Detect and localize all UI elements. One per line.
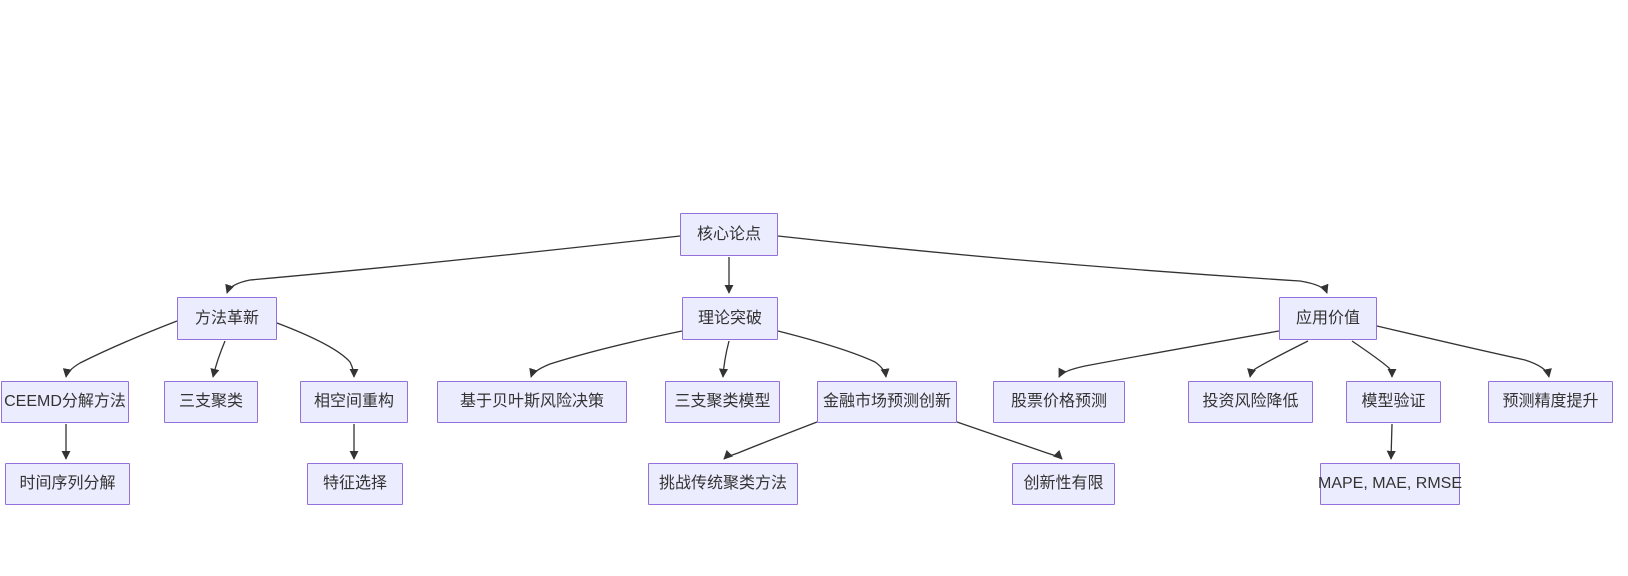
node-fin-market: 金融市场预测创新: [817, 381, 957, 423]
edge-method-ceemd: [62, 320, 178, 378]
node-feature: 特征选择: [307, 463, 403, 505]
edge-method-threeway: [210, 340, 226, 378]
node-twc-model: 三支聚类模型: [665, 381, 780, 423]
node-theory: 理论突破: [682, 297, 778, 340]
node-timeseries: 时间序列分解: [5, 463, 130, 505]
node-validation: 模型验证: [1346, 381, 1441, 423]
edge-fin-market-limited: [956, 421, 1063, 460]
edge-application-validation: [1351, 340, 1397, 378]
node-application: 应用价值: [1279, 297, 1377, 340]
edge-core-application: [777, 235, 1329, 294]
node-metrics: MAPE, MAE, RMSE: [1318, 463, 1462, 505]
node-accuracy: 预测精度提升: [1488, 381, 1613, 423]
edge-application-risk: [1247, 340, 1309, 378]
node-challenge: 挑战传统聚类方法: [648, 463, 798, 505]
node-threeway: 三支聚类: [164, 381, 258, 423]
node-limited: 创新性有限: [1012, 463, 1115, 505]
edge-validation-metrics: [1386, 423, 1396, 460]
edge-fin-market-challenge: [723, 421, 818, 460]
node-ceemd: CEEMD分解方法: [1, 381, 129, 423]
edge-theory-twc-model: [718, 340, 730, 378]
edge-core-method: [225, 235, 681, 294]
edge-application-accuracy: [1376, 325, 1552, 378]
node-risk: 投资风险降低: [1188, 381, 1313, 423]
edge-theory-bayes: [529, 330, 683, 378]
edge-application-stock: [1058, 330, 1280, 378]
node-method: 方法革新: [177, 297, 277, 340]
edge-method-phasespace: [276, 322, 359, 378]
node-core: 核心论点: [680, 213, 778, 256]
node-stock: 股票价格预测: [993, 381, 1125, 423]
node-phasespace: 相空间重构: [300, 381, 408, 423]
node-bayes: 基于贝叶斯风险决策: [437, 381, 627, 423]
edge-theory-fin-market: [777, 330, 890, 378]
